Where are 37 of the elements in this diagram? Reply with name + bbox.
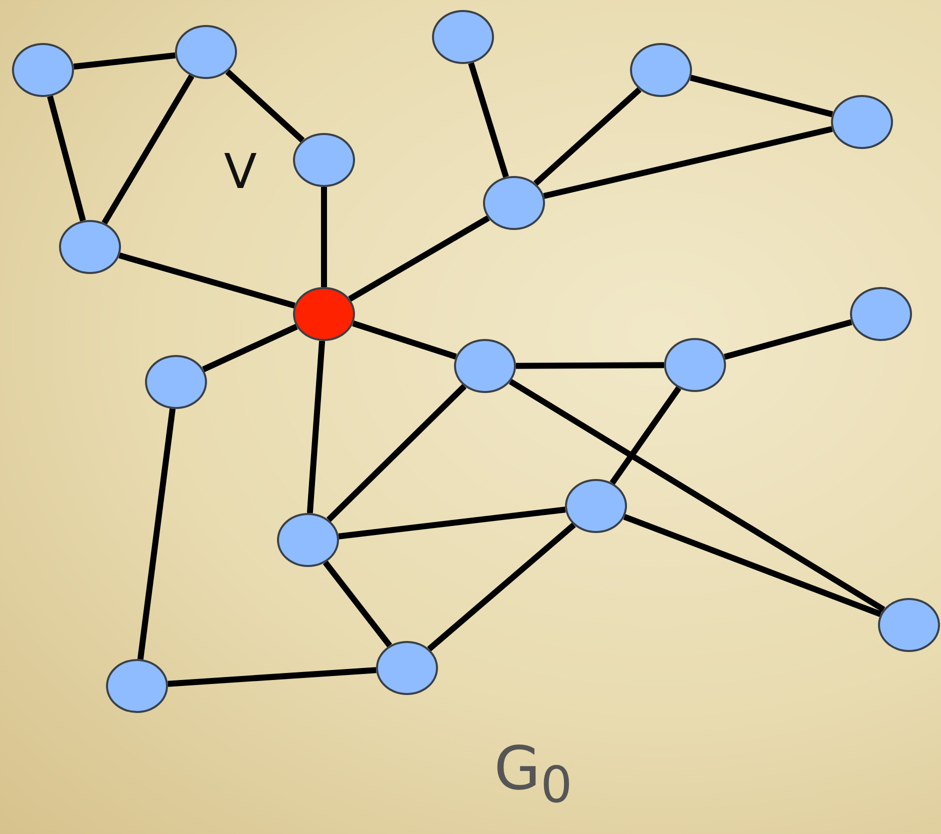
graph-vertex xyxy=(175,25,237,79)
graph-edge xyxy=(118,252,296,308)
graph-edge xyxy=(352,320,457,360)
graph-edge xyxy=(225,69,305,143)
graph-edge xyxy=(508,378,886,612)
graph-edge xyxy=(690,74,834,118)
graph-edge xyxy=(543,126,833,199)
graph-edge xyxy=(427,522,576,652)
vertex-label: V xyxy=(224,146,257,199)
graph-edge xyxy=(168,667,376,687)
graph-edge xyxy=(306,340,326,514)
graph-edge xyxy=(610,386,682,485)
graph-edge xyxy=(73,52,176,70)
graph-vertex xyxy=(376,641,438,695)
graph-vertex xyxy=(293,133,355,187)
graph-vertex xyxy=(483,176,545,230)
graph-edge xyxy=(326,384,466,522)
graph-vertex xyxy=(145,355,207,409)
graph-edge xyxy=(102,74,194,225)
graph-edge xyxy=(516,362,664,369)
graph-edge xyxy=(202,324,298,372)
graph-vertex xyxy=(277,513,339,567)
graph-edge xyxy=(321,187,327,287)
graph-edge xyxy=(322,560,392,648)
graph-edge xyxy=(338,506,566,540)
graph-vertex xyxy=(565,479,627,533)
graph-vertex xyxy=(630,43,692,97)
graph-edge xyxy=(533,87,642,186)
graph-edge xyxy=(724,319,852,360)
graph-vertex xyxy=(454,339,516,393)
graph-edge xyxy=(623,514,882,617)
graph-edge xyxy=(47,96,86,222)
graph-label: G$_{0}$ xyxy=(494,736,572,813)
graph-vertex xyxy=(293,287,355,341)
graph-edge xyxy=(137,408,176,660)
graph-edge xyxy=(468,62,509,178)
graph-edge xyxy=(348,215,490,302)
